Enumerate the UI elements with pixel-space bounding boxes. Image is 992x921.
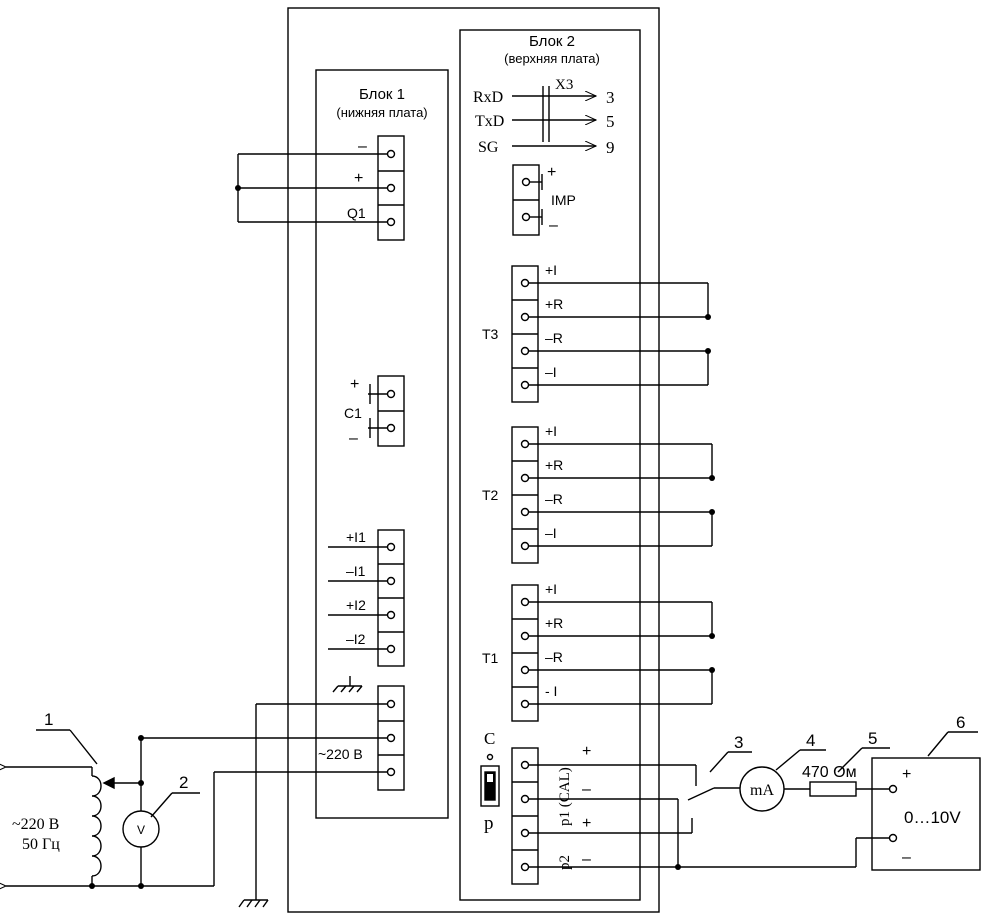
cal-switch [480, 753, 500, 807]
q1-plus: + [354, 170, 363, 187]
autotransformer [6, 767, 214, 886]
t2-label: T2 [482, 487, 499, 503]
t2-pin-1: +I [545, 423, 557, 439]
imp-minus: – [549, 217, 558, 234]
t2-terminal [511, 426, 713, 564]
x3-rxd: RxD [473, 89, 503, 106]
x3-sg: SG [478, 139, 499, 156]
c1-minus: – [349, 430, 358, 447]
switch-top-label: C [484, 729, 495, 748]
output-terminal [511, 747, 890, 885]
x3-pin-9: 9 [606, 138, 615, 157]
device-housing [287, 7, 660, 913]
c1-plus: + [350, 376, 359, 393]
t3-pin-2: +R [545, 296, 563, 312]
x3-label: X3 [555, 77, 573, 93]
t3-terminal [511, 265, 709, 403]
mains-terminal-label: ~220 В [318, 746, 363, 762]
c1-terminal [368, 375, 405, 447]
t3-pin-3: –R [545, 330, 563, 346]
t1-pin-3: –R [545, 649, 563, 665]
selector-switch [687, 787, 740, 801]
output-p2-plus: + [582, 815, 591, 832]
output-p1-plus: + [582, 743, 591, 760]
t1-label: T1 [482, 650, 499, 666]
block1-title: Блок 1 [359, 86, 405, 103]
device-6 [871, 757, 981, 871]
current-input-terminal [328, 529, 405, 667]
mains-terminal [141, 685, 405, 900]
t3-pin-1: +I [545, 262, 557, 278]
input-plus-i2: +I2 [346, 597, 366, 613]
output-p2-label: p2 [557, 855, 573, 870]
block2-board [459, 29, 641, 901]
callout-6: 6 [956, 713, 965, 732]
milliammeter [739, 766, 810, 812]
imp-terminal [512, 164, 543, 236]
t2-pin-3: –R [545, 491, 563, 507]
block1-board [315, 69, 449, 819]
device6-minus: – [902, 849, 911, 866]
x3-pin-5: 5 [606, 112, 615, 131]
x3-connector [512, 86, 596, 146]
q1-terminal [237, 135, 405, 241]
x3-pin-3: 3 [606, 88, 615, 107]
block2-title: Блок 2 [529, 33, 575, 50]
output-p1-minus: – [582, 781, 591, 798]
t1-pin-4: - I [545, 683, 557, 699]
c1-label: C1 [344, 405, 362, 421]
callout-5: 5 [868, 729, 877, 748]
milliammeter-label: mA [750, 782, 774, 799]
t1-terminal [511, 584, 713, 722]
q1-minus: – [358, 138, 367, 155]
t1-pin-1: +I [545, 581, 557, 597]
voltmeter [122, 738, 160, 886]
t3-label: T3 [482, 326, 499, 342]
callout-2: 2 [179, 773, 188, 792]
q1-label: Q1 [347, 205, 366, 221]
callout-3: 3 [734, 733, 743, 752]
input-minus-i2: –I2 [346, 631, 366, 647]
input-plus-i1: +I1 [346, 529, 366, 545]
voltmeter-label: V [137, 823, 145, 837]
imp-plus: + [547, 164, 556, 181]
t2-pin-2: +R [545, 457, 563, 473]
resistor [809, 781, 890, 797]
output-p2-minus: – [582, 851, 591, 868]
t1-pin-2: +R [545, 615, 563, 631]
source-frequency: 50 Гц [22, 836, 60, 853]
callout-leaders [36, 729, 978, 818]
resistor-label: 470 Ом [802, 764, 857, 781]
x3-txd: TxD [475, 113, 504, 130]
device6-range: 0…10V [904, 808, 961, 827]
t3-pin-4: –I [545, 364, 557, 380]
device6-plus: + [902, 766, 911, 783]
imp-label: IMP [551, 192, 576, 208]
input-minus-i1: –I1 [346, 563, 366, 579]
t2-pin-4: –I [545, 525, 557, 541]
callout-1: 1 [44, 710, 53, 729]
callout-4: 4 [806, 731, 815, 750]
block2-subtitle: (верхняя плата) [504, 51, 600, 66]
source-voltage: ~220 В [12, 816, 59, 833]
junction-dots [89, 185, 715, 889]
ground-symbol-bottom [238, 899, 269, 908]
switch-bottom-label: p [484, 813, 494, 834]
block1-subtitle: (нижняя плата) [336, 105, 427, 120]
ground-symbol-board [332, 676, 363, 693]
output-p1-label: p1 (CAL) [557, 767, 573, 826]
